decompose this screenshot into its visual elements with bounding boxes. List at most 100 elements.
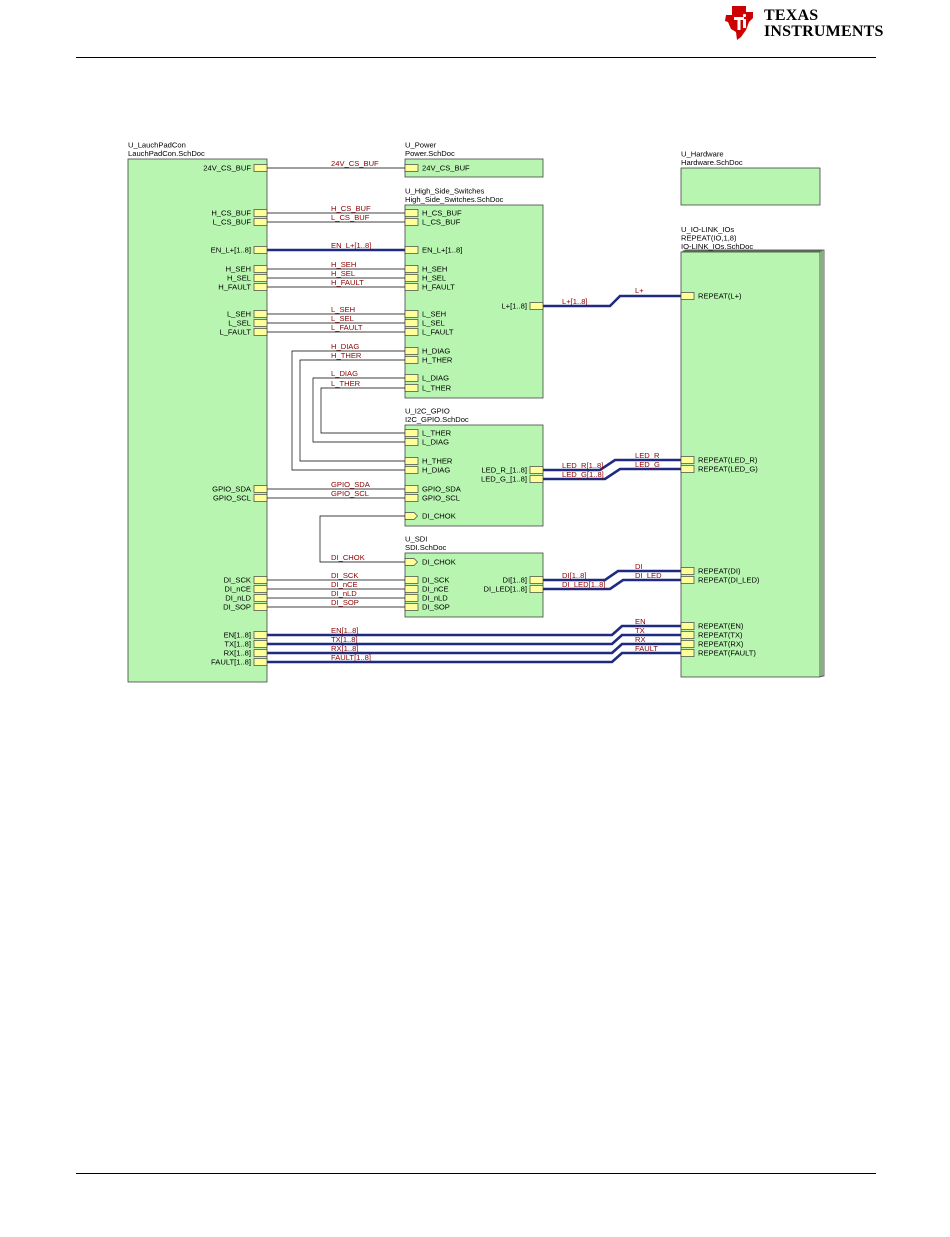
launchpad-port-en-1-8-label: EN[1..8] (224, 631, 251, 640)
net-label-h-sel-5: H_SEL (331, 269, 355, 278)
launchpad-port-en-l-1-8-label: EN_L+[1..8] (211, 246, 251, 255)
sdi-port-di-chok (404, 558, 418, 566)
hardware-caption-1: U_Hardware (681, 150, 724, 159)
sdi-port-di-chok-label: DI_CHOK (422, 558, 456, 567)
hss-port-en-l-1-8-label: EN_L+[1..8] (422, 246, 462, 255)
launchpad-port-h-seh (253, 265, 268, 273)
sdi-port-di-nld-label: DI_nLD (422, 594, 448, 603)
iolink-port-repeat-rx-label: REPEAT(RX) (698, 640, 744, 649)
iolink-port-repeat-l-label: REPEAT(L+) (698, 292, 742, 301)
iolink-port-repeat-en (680, 622, 695, 630)
i2c-port-h-ther (404, 457, 419, 465)
launchpad-port-di-nld (253, 594, 268, 602)
logo-text-instruments: INSTRUMENTS (764, 23, 884, 40)
net-label-di-led-30: DI_LED (635, 571, 662, 580)
i2c-port-h-diag (404, 466, 419, 474)
hss-port-l-seh-label: L_SEH (422, 310, 446, 319)
ti-logo: TEXAS INSTRUMENTS (722, 2, 884, 42)
net-label-tx-1-8-32: TX[1..8] (331, 635, 358, 644)
sdi-caption-1: U_SDI (405, 535, 427, 544)
ports-layer (253, 164, 695, 666)
header-rule (76, 57, 876, 58)
hss-caption-1: U_High_Side_Switches (405, 187, 485, 196)
hss-port-h-diag-label: H_DIAG (422, 347, 450, 356)
launchpad-port-l-sel (253, 319, 268, 327)
launchpad-port-h-seh-label: H_SEH (226, 265, 251, 274)
wire-l-diag (312, 377, 405, 443)
power-port-24v-cs-buf (404, 164, 419, 172)
wire-h-ther (299, 359, 405, 462)
hss-port-h-sel-label: H_SEL (422, 274, 446, 283)
launchpad-port-tx-1-8-label: TX[1..8] (224, 640, 251, 649)
launchpad-port-fault-1-8-label: FAULT[1..8] (211, 658, 251, 667)
hss-port-h-seh (404, 265, 419, 273)
hss-port-l-diag (404, 374, 419, 382)
net-label-di-nld-25: DI_nLD (331, 589, 357, 598)
net-label-l-cs-buf-2: L_CS_BUF (331, 213, 370, 222)
launchpad-port-gpio-sda-label: GPIO_SDA (212, 485, 252, 494)
footer-rule (76, 1173, 876, 1174)
iolink-port-repeat-l (680, 292, 695, 300)
i2c-port-h-ther-label: H_THER (422, 457, 453, 466)
net-label-fault-1-8-34: FAULT[1..8] (331, 653, 371, 662)
i2c-caption-2: I2C_GPIO.SchDoc (405, 415, 469, 424)
net-label-h-cs-buf-1: H_CS_BUF (331, 204, 371, 213)
net-label-h-diag-10: H_DIAG (331, 342, 359, 351)
launchpad-port-h-cs-buf (253, 209, 268, 217)
iolink-port-repeat-fault-label: REPEAT(FAULT) (698, 649, 756, 658)
launchpad-port-di-sop-label: DI_SOP (223, 603, 251, 612)
hss-port-l-diag-label: L_DIAG (422, 374, 449, 383)
net-label-led-g-1-8-17: LED_G[1..8] (562, 470, 604, 479)
net-label-l-ther-13: L_THER (331, 379, 361, 388)
net-label-h-fault-6: H_FAULT (331, 278, 364, 287)
net-label-di-sck-23: DI_SCK (331, 571, 358, 580)
iolink-port-repeat-led-g (680, 465, 695, 473)
wire-l-plus (543, 294, 681, 308)
i2c-port-l-diag-label: L_DIAG (422, 438, 449, 447)
net-label-24v-cs-buf-0: 24V_CS_BUF (331, 159, 379, 168)
wire-di-led (543, 578, 681, 591)
net-label-l-15: L+ (635, 286, 644, 295)
hss-block (404, 204, 544, 399)
sdi-caption-2: SDI.SchDoc (405, 543, 447, 552)
power-caption-1: U_Power (405, 141, 437, 150)
iolink-port-repeat-di-led-label: REPEAT(DI_LED) (698, 576, 760, 585)
net-label-en-l-1-8-3: EN_L+[1..8] (331, 241, 371, 250)
hss-port-h-sel (404, 274, 419, 282)
net-label-l-fault-9: L_FAULT (331, 323, 363, 332)
hss-port-l-1-8-label: L+[1..8] (501, 302, 527, 311)
hss-port-l-1-8 (529, 302, 544, 310)
launchpad-port-gpio-scl-label: GPIO_SCL (213, 494, 251, 503)
sdi-port-di-nld (404, 594, 419, 602)
net-label-di-29: DI (635, 562, 643, 571)
iolink-port-repeat-led-r (680, 456, 695, 464)
launchpad-port-rx-1-8-label: RX[1..8] (224, 649, 251, 658)
launchpad-port-l-fault-label: L_FAULT (219, 328, 251, 337)
hardware-caption-2: Hardware.SchDoc (681, 158, 743, 167)
power-caption-2: Power.SchDoc (405, 149, 455, 158)
launchpad-port-h-sel (253, 274, 268, 282)
launchpad-port-h-sel-label: H_SEL (227, 274, 251, 283)
wire-led-r (543, 458, 681, 472)
hss-port-l-cs-buf (404, 218, 419, 226)
iolink-port-repeat-tx (680, 631, 695, 639)
wire-fault (267, 651, 681, 664)
launchpad-port-rx-1-8 (253, 649, 268, 657)
hss-port-l-fault-label: L_FAULT (422, 328, 454, 337)
launchpad-port-di-sck (253, 576, 268, 584)
net-label-rx-1-8-33: RX[1..8] (331, 644, 358, 653)
i2c-port-led-r-1-8-label: LED_R_[1..8] (481, 466, 527, 475)
net-label-h-seh-4: H_SEH (331, 260, 356, 269)
hss-port-en-l-1-8 (404, 246, 419, 254)
i2c-port-gpio-scl (404, 494, 419, 502)
sdi-port-di-sop-label: DI_SOP (422, 603, 450, 612)
hss-port-l-fault (404, 328, 419, 336)
i2c-port-gpio-scl-label: GPIO_SCL (422, 494, 460, 503)
sdi-port-di-nce (404, 585, 419, 593)
net-label-l-1-8-14: L+[1..8] (562, 297, 588, 306)
launchpad-port-di-nld-label: DI_nLD (225, 594, 251, 603)
hss-port-h-seh-label: H_SEH (422, 265, 447, 274)
launchpad-port-en-1-8 (253, 631, 268, 639)
i2c-port-di-chok (404, 512, 418, 520)
sdi-port-di-sop (404, 603, 419, 611)
